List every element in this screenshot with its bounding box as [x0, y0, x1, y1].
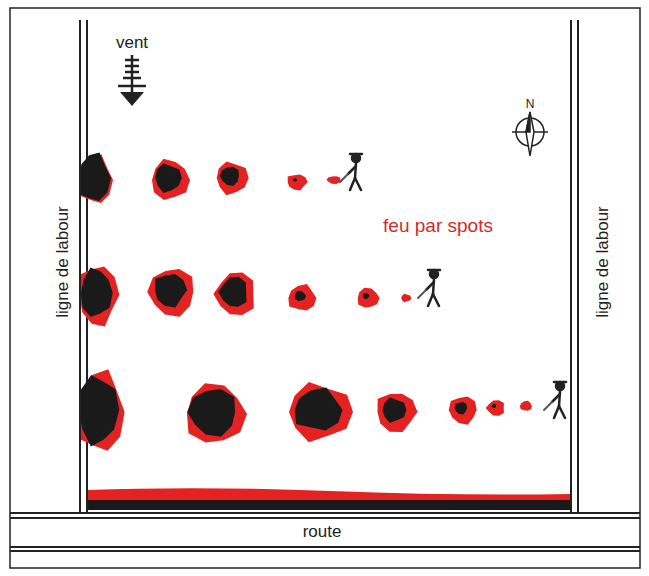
spot-fire-burnt: [155, 164, 182, 193]
spot-fire-burnt: [382, 397, 406, 423]
spot-fire-front: [213, 272, 254, 315]
frame: [10, 8, 640, 568]
wind-label: vent: [116, 34, 148, 51]
spot-fire-front: [288, 284, 316, 311]
frame-edge: [9, 20, 11, 510]
spot-fire-burnt: [81, 268, 113, 318]
igniter-figure: [340, 154, 362, 190]
spot-fire-burnt: [492, 404, 497, 408]
spot-fire-front: [327, 176, 341, 184]
spot-fire-front: [378, 394, 418, 432]
igniter-figure: [544, 382, 566, 418]
spot-fire-burnt: [295, 291, 306, 301]
spot-fire-burnt: [79, 375, 120, 447]
strip-fire: [88, 488, 570, 510]
spot-fire-front: [152, 159, 190, 200]
technique-label: feu par spots: [383, 216, 493, 235]
spot-fire-front: [289, 382, 353, 442]
igniters: [340, 154, 566, 418]
plough-line-label: ligne de labour: [54, 206, 71, 318]
spot-fire-front: [520, 401, 532, 411]
spot-fire-front: [449, 396, 477, 424]
spot-fire-front: [288, 174, 308, 190]
spot-fire-burnt: [293, 178, 297, 181]
mask: [0, 20, 79, 510]
spot-fire-burnt: [295, 388, 343, 431]
spot-fire-front: [77, 369, 125, 451]
plough-lines: [80, 20, 578, 513]
road-lines: [10, 513, 640, 551]
spot-fire-front: [147, 269, 193, 317]
spot-fire-burnt: [455, 402, 468, 415]
spot-fire-front: [217, 162, 249, 196]
spot-fire-burnt: [363, 293, 370, 299]
spot-fire-front: [486, 400, 504, 415]
spot-fire-burnt: [155, 274, 187, 308]
spot-fire-burnt: [218, 277, 246, 307]
plough-line: [79, 20, 81, 513]
north-label: N: [526, 98, 535, 110]
compass: [512, 112, 548, 156]
igniter-figure: [418, 270, 440, 306]
spot-fire-front: [401, 294, 411, 303]
spot-fire-front: [79, 267, 119, 327]
spot-fire-front: [358, 288, 380, 308]
spot-fire-front: [187, 383, 247, 442]
plough-line-label: ligne de labour: [594, 206, 611, 318]
wind-arrow: [118, 55, 146, 106]
spot-fire-burnt: [79, 153, 111, 201]
spot-fire-burnt: [220, 167, 239, 186]
spot-fire-burnt: [187, 389, 235, 437]
road-label: route: [299, 523, 346, 540]
spot-fires: [0, 20, 532, 513]
